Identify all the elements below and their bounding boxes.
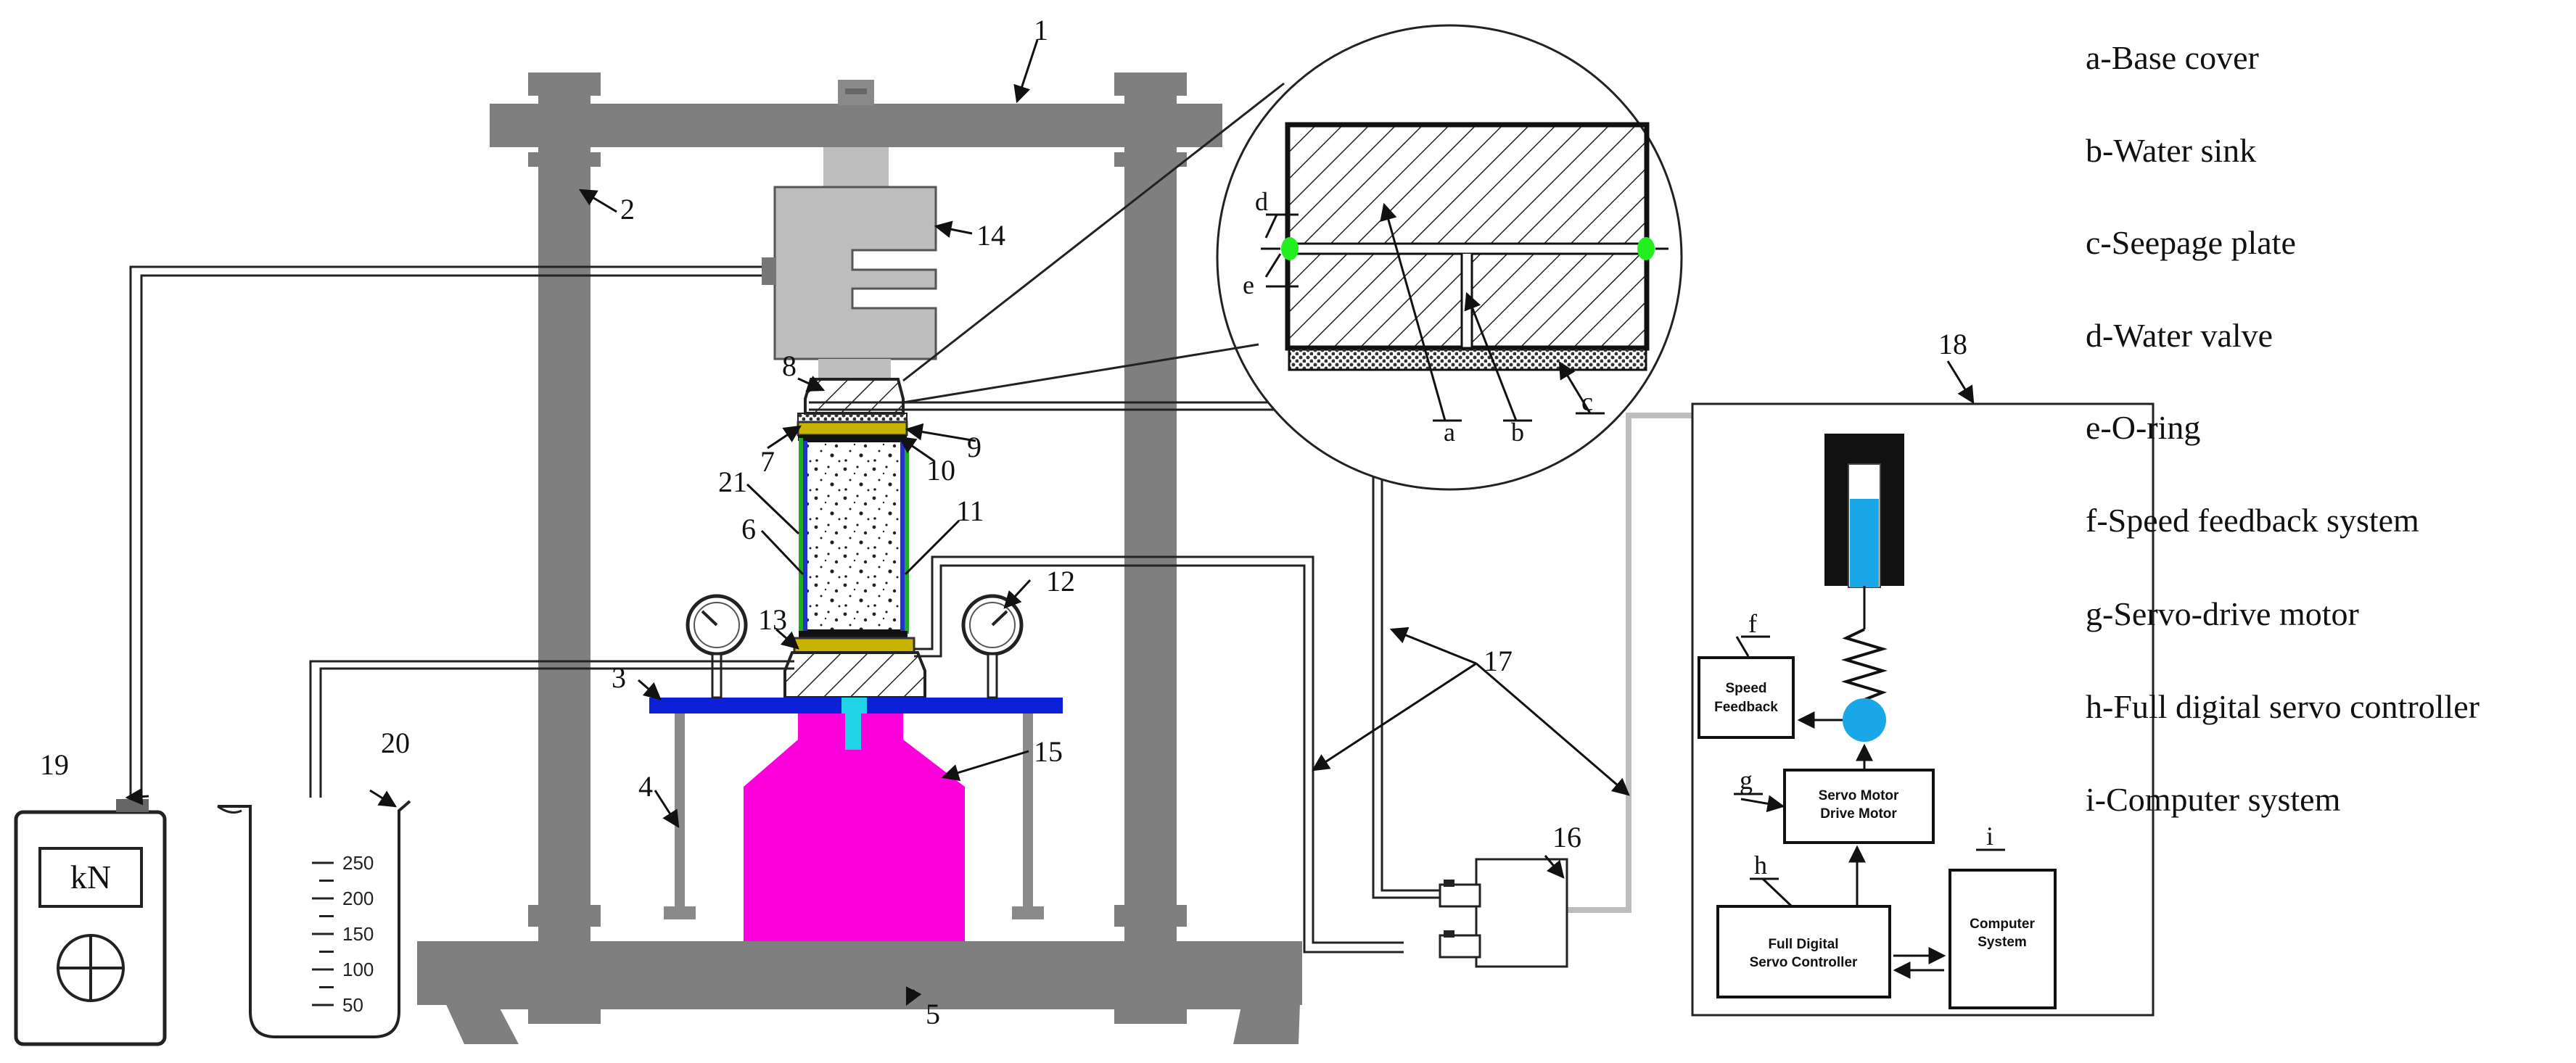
- legend-item-a: a-Base cover: [2086, 39, 2259, 76]
- full-digital-label: Servo Controller: [1750, 955, 1858, 970]
- label-6: 6: [741, 513, 756, 545]
- legend-item-e: e-O-ring: [2086, 409, 2200, 446]
- label-14: 14: [976, 219, 1005, 252]
- legend-item-f: f-Speed feedback system: [2086, 502, 2419, 539]
- computer-system-box: [1949, 869, 2057, 1009]
- letter-c: c: [1581, 387, 1593, 416]
- letter-i: i: [1986, 822, 1993, 851]
- label-16: 16: [1552, 821, 1581, 853]
- force-unit: kN: [70, 859, 111, 896]
- bottom-porous-plate: [793, 637, 915, 654]
- force-meter: kN: [14, 799, 167, 1046]
- beaker: [217, 800, 411, 1038]
- servo-motor-box: [1783, 769, 1935, 844]
- label-21: 21: [718, 466, 747, 498]
- servo-motor-label: Servo Motor: [1819, 788, 1899, 803]
- detail-seepage-plate: [1288, 347, 1647, 371]
- frame-column-right: [1124, 73, 1177, 1015]
- pipes: [129, 265, 1440, 954]
- part-number-labels: 1 2 3 4 5 6 7 8 9 10 11 12 13 14 15 16 1…: [40, 14, 1967, 1030]
- full-digital-controller-box: [1716, 905, 1891, 998]
- top-porous-plate: [797, 421, 908, 437]
- servo-control-unit: [1691, 402, 2155, 1017]
- legend-item-h: h-Full digital servo controller: [2086, 688, 2480, 725]
- specimen-assembly: [783, 378, 926, 699]
- servo-box-labels: Speed Feedback Servo Motor Drive Motor F…: [1714, 681, 2035, 970]
- label-10: 10: [926, 454, 955, 487]
- detail-magnifier: [902, 24, 1683, 491]
- label-7: 7: [760, 445, 775, 478]
- hydraulic-jack: [744, 714, 965, 941]
- detail-oring-right: [1637, 237, 1655, 260]
- top-crossbeam: [490, 104, 1222, 147]
- full-digital-label: Full Digital: [1768, 937, 1838, 952]
- support-rod-left: [675, 714, 685, 909]
- letter-f: f: [1748, 609, 1757, 638]
- label-12: 12: [1046, 565, 1075, 597]
- beaker-scale-label: 200: [342, 888, 374, 909]
- legend-item-c: c-Seepage plate: [2086, 224, 2296, 261]
- label-4: 4: [638, 770, 653, 803]
- legend-item-b: b-Water sink: [2086, 132, 2256, 169]
- computer-label: Computer: [1970, 917, 2035, 932]
- letter-d: d: [1255, 187, 1268, 216]
- letter-b: b: [1511, 418, 1524, 447]
- letter-e: e: [1243, 270, 1254, 299]
- specimen: [802, 439, 906, 632]
- detail-letter-labels: d e a b c f g h i: [1243, 187, 1993, 880]
- servo-motor-label: Drive Motor: [1820, 806, 1897, 822]
- detail-oring-left: [1281, 237, 1299, 260]
- beaker-scale-label: 50: [342, 994, 363, 1016]
- speed-feedback-box: [1698, 656, 1795, 739]
- loading-platform: [649, 698, 1063, 941]
- label-3: 3: [612, 661, 626, 694]
- label-13: 13: [758, 603, 787, 636]
- pressure-gauge-right: [961, 594, 1024, 699]
- legend: a-Base cover b-Water sink c-Seepage plat…: [2086, 39, 2480, 818]
- speed-feedback-label: Feedback: [1714, 700, 1778, 715]
- letter-g: g: [1740, 766, 1753, 795]
- label-17: 17: [1484, 645, 1513, 677]
- base-foot-left: [417, 941, 519, 1044]
- label-15: 15: [1034, 735, 1063, 768]
- support-rod-right: [1023, 714, 1033, 909]
- label-19: 19: [40, 748, 69, 781]
- letter-a: a: [1444, 418, 1455, 447]
- beaker-scale-label: 150: [342, 923, 374, 945]
- load-cell: [762, 80, 937, 379]
- beaker-scale-label: 250: [342, 852, 374, 874]
- label-18: 18: [1938, 328, 1967, 360]
- bottom-base-cover: [783, 651, 926, 699]
- label-1: 1: [1034, 14, 1048, 46]
- base-foot-right: [1233, 941, 1302, 1044]
- label-8: 8: [782, 349, 797, 382]
- label-9: 9: [967, 431, 982, 463]
- label-11: 11: [956, 495, 984, 527]
- leader-lines: [125, 39, 2005, 1006]
- letter-h: h: [1754, 851, 1767, 880]
- speed-feedback-label: Speed: [1725, 681, 1766, 696]
- computer-label: System: [1978, 935, 2027, 950]
- rubber-membrane: [799, 438, 803, 634]
- label-20: 20: [381, 727, 410, 759]
- label-2: 2: [620, 193, 635, 226]
- beaker-scale: 250 200 150 100 50: [312, 852, 374, 1016]
- legend-item-g: g-Servo-drive motor: [2086, 595, 2359, 632]
- legend-item-i: i-Computer system: [2086, 781, 2341, 818]
- beaker-scale-label: 100: [342, 959, 374, 980]
- frame-column-left: [538, 73, 590, 1015]
- top-base-cover: [804, 378, 905, 415]
- label-5: 5: [926, 998, 940, 1030]
- drive-wheel: [1843, 698, 1886, 742]
- valve-box: [1439, 858, 1568, 968]
- loading-frame: [417, 73, 1302, 1044]
- pressure-gauge-left: [686, 594, 748, 699]
- legend-item-d: d-Water valve: [2086, 317, 2273, 354]
